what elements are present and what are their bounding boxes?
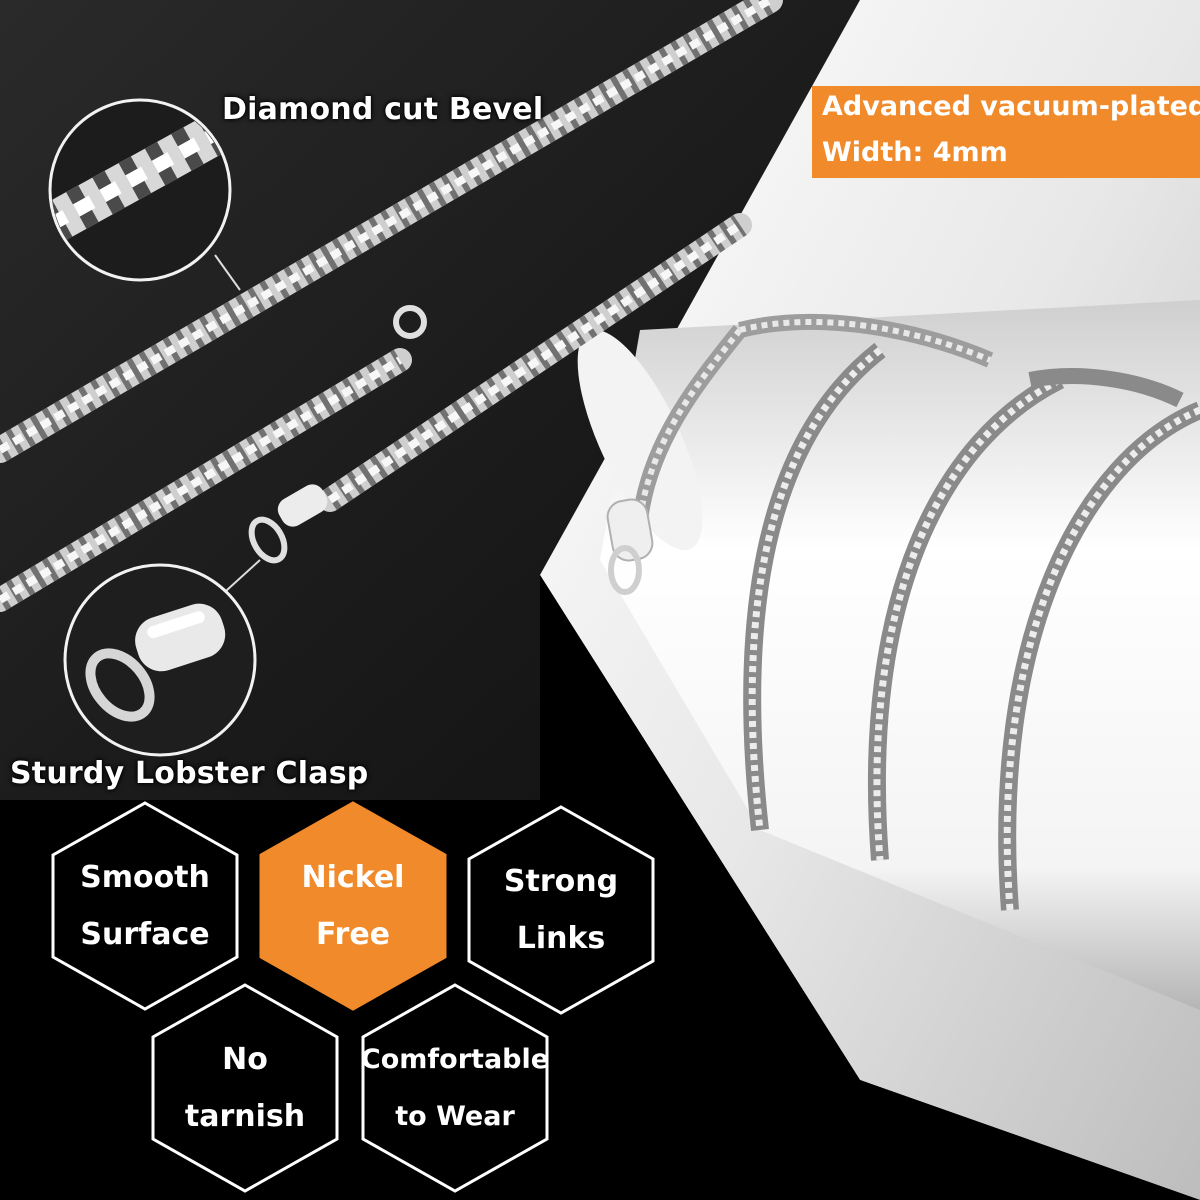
feature-hex-comfortable: Comfortable to Wear: [360, 982, 550, 1194]
feature-line2: tarnish: [184, 1099, 306, 1134]
clasp-magnifier: [63, 559, 261, 757]
bevel-callout: Diamond cut Bevel: [222, 92, 544, 127]
chains-on-tube: [606, 313, 1200, 911]
feature-line1: No: [222, 1042, 268, 1077]
banner-plating-text: Advanced vacuum-plated: [822, 91, 1200, 122]
feature-line1: Nickel: [301, 860, 405, 895]
feature-line2: Free: [315, 917, 391, 952]
feature-line1: Comfortable: [360, 1044, 550, 1075]
feature-line2: Links: [516, 921, 606, 956]
clasp-callout: Sturdy Lobster Clasp: [10, 756, 369, 791]
bevel-magnifier: [48, 98, 241, 291]
banner-width-text: Width: 4mm: [822, 137, 1008, 168]
chain-lower: [0, 213, 752, 612]
feature-hex-no-tarnish: No tarnish: [150, 982, 340, 1194]
spec-banner: [812, 86, 1200, 178]
feature-line2: to Wear: [395, 1101, 515, 1132]
feature-line1: Strong: [503, 864, 619, 899]
feature-line2: Surface: [80, 917, 210, 952]
feature-line1: Smooth: [80, 860, 210, 895]
chain-upper: [0, 0, 783, 463]
